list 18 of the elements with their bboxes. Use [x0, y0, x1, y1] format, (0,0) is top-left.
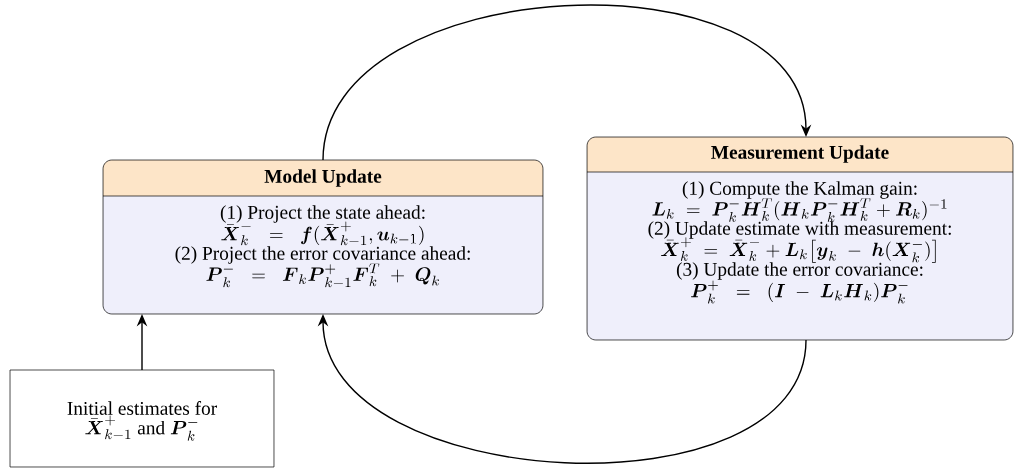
arrow [322, 5, 812, 161]
formula: $\bar{\boldsymbol{X}}_k^+ \;=\; \bar{\boldsymbol{X}}_k^- + \boldsymbol{L}_k \big[\boldsymbol{y}_k \;-\; \boldsymbol{h}(\boldsymbol{X}_k^-)\big]$ [661, 237, 936, 263]
step-text: (3) Update the error covariance: [676, 262, 923, 280]
box-heading: Model Update [264, 169, 382, 187]
formula: $\boldsymbol{L}_k \;=\; \boldsymbol{P}_k^- \boldsymbol{H}_k^T (\boldsymbol{H}_k \boldsymbol{P}_k^- \boldsymbol{H}_k^T + \boldsymbol{R}_k)^{-1}$ [652, 198, 947, 222]
step-text: (2) Update estimate with measurement: [648, 221, 951, 239]
formula: $\boldsymbol{P}_k^+ \;\;=\;\; (\boldsymbol{I} \;-\; \boldsymbol{L}_k \boldsymbol{H}_k) \boldsymbol{P}_k^-$ [691, 280, 908, 304]
formula: $\boldsymbol{P}_k^- \;\;=\;\; \boldsymbol{F}_k \boldsymbol{P}_{k-1}^+ \boldsymbol{F}_k^T \;+\; \boldsymbol{Q}_k$ [206, 263, 439, 288]
process-box [102, 159, 544, 315]
box-heading: Measurement Update [711, 145, 889, 163]
step-text: (1) Project the state ahead: [220, 205, 425, 223]
step-text: Initial estimates for [67, 401, 217, 415]
step-text: (2) Project the error covariance ahead: [175, 246, 470, 264]
formula: $\bar{\boldsymbol{X}}_k^- \;\;=\;\; \boldsymbol{f}(\bar{\boldsymbol{X}}_{k-1}^+, \boldsymbol{u}_{k-1})$ [221, 221, 424, 246]
process-box [586, 136, 1014, 341]
step-text: $\bar{\boldsymbol{X}}_{k-1}^+$ and $\boldsymbol{P}_k^-$ [85, 415, 198, 441]
input-box [9, 369, 275, 468]
step-text: (1) Compute the Kalman gain: [682, 181, 917, 199]
